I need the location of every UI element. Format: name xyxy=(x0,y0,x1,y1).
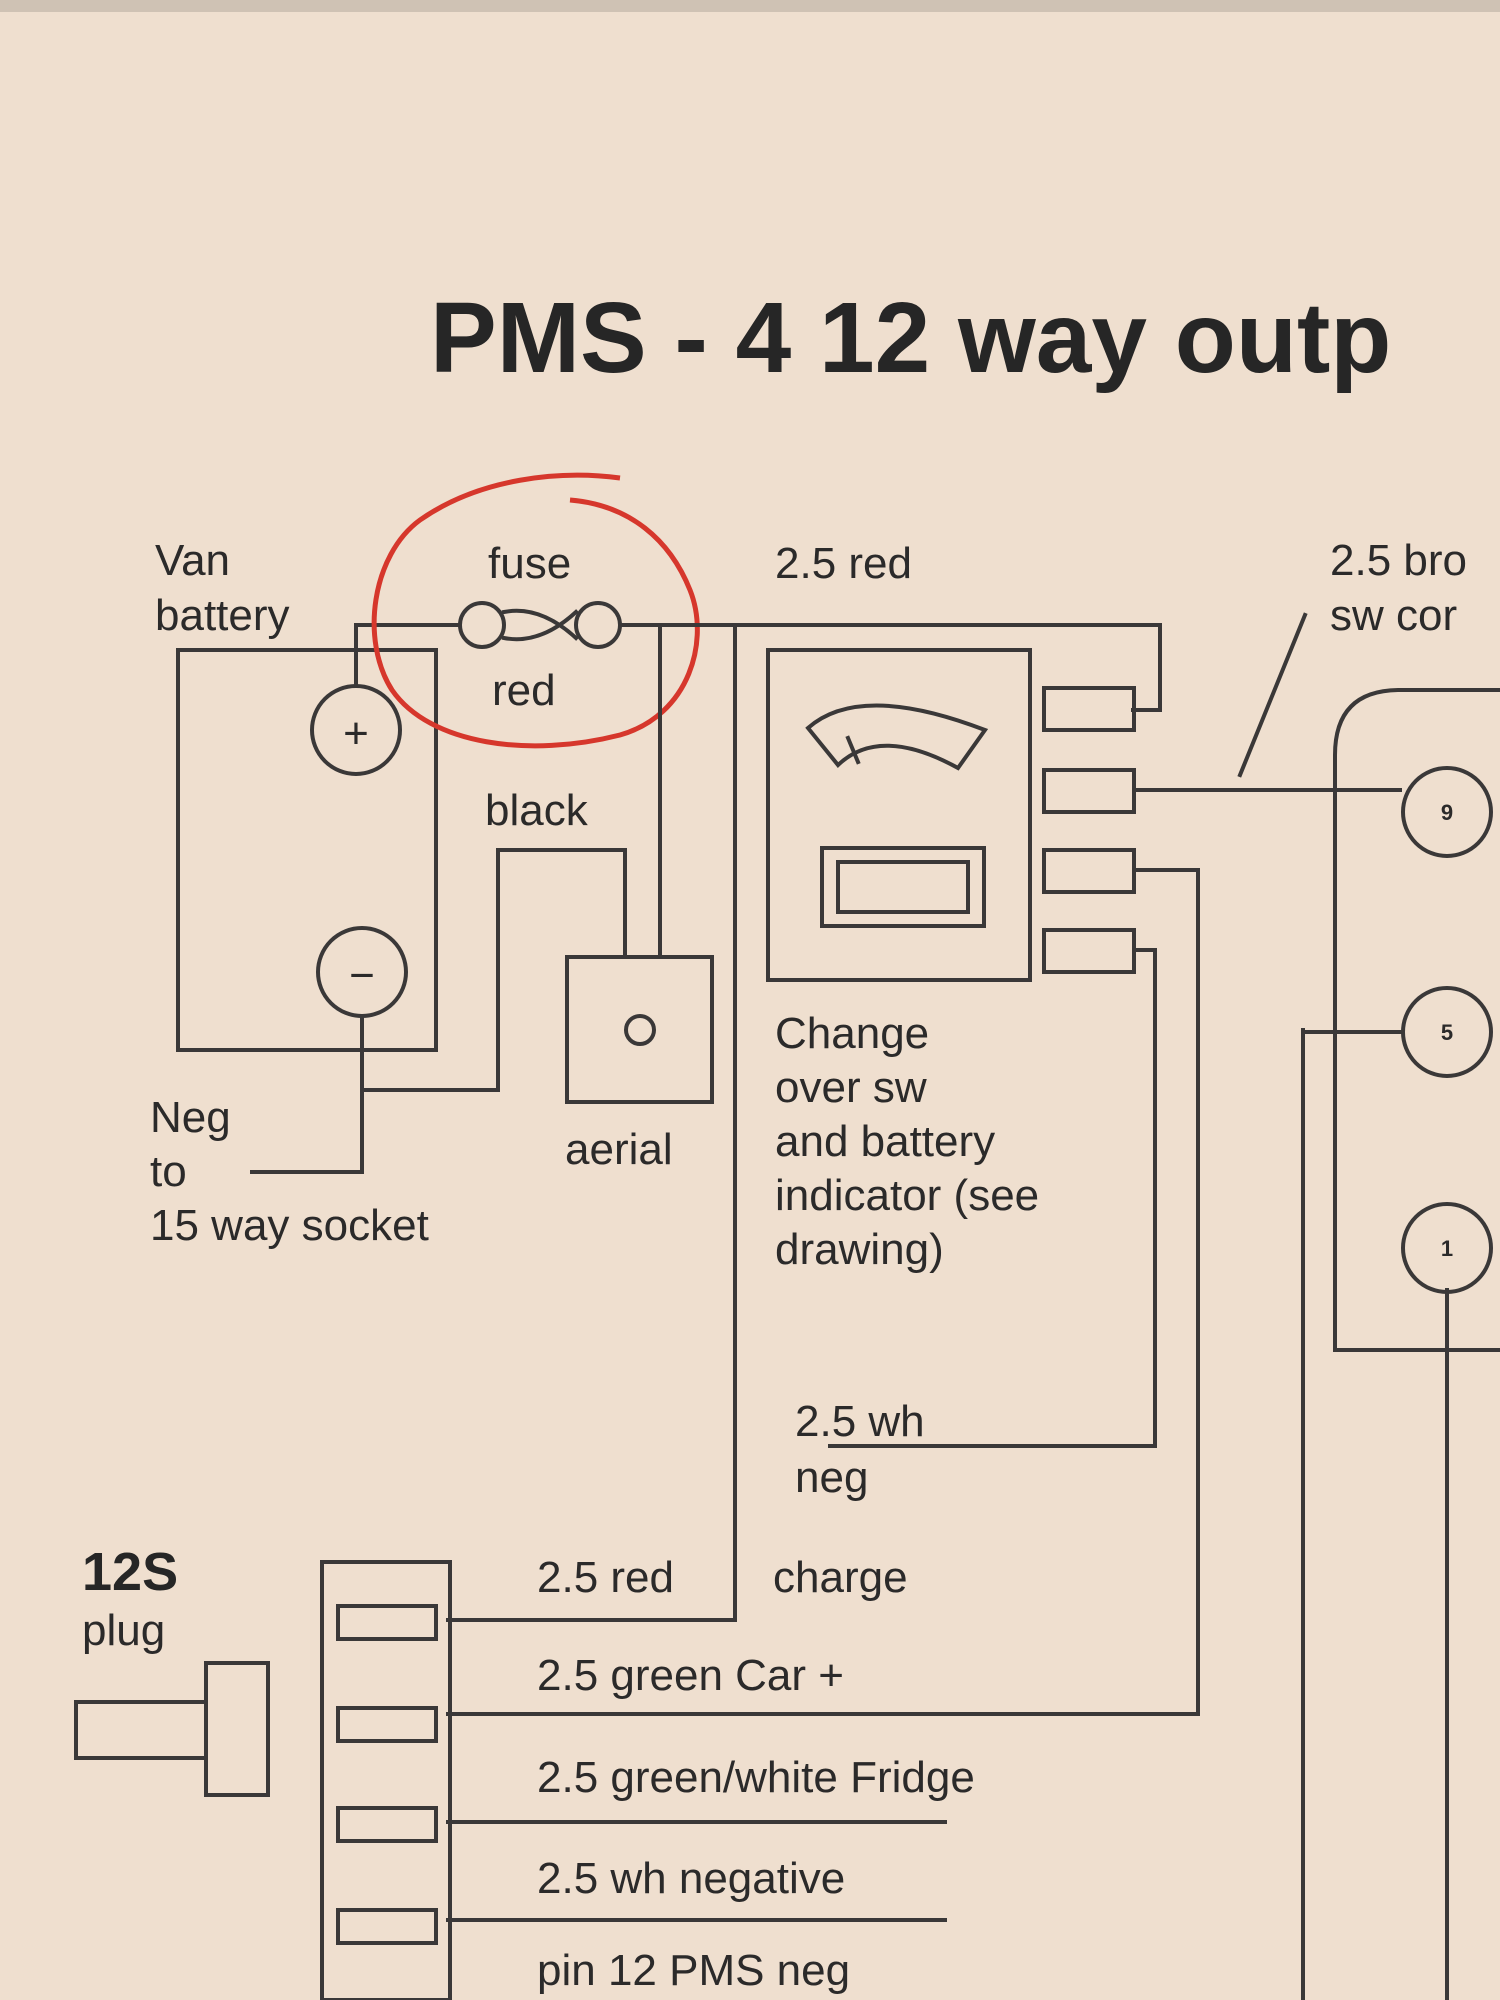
charge-wire-label: 2.5 red xyxy=(537,1553,674,1602)
brown-label-2: sw cor xyxy=(1330,591,1457,640)
outlet-block xyxy=(1333,688,1500,1352)
plus-symbol: + xyxy=(343,709,369,758)
panel-terminal-3 xyxy=(1042,848,1136,894)
plug-connector-block xyxy=(320,1560,452,2000)
diagram-title: PMS - 4 12 way outp xyxy=(430,282,1391,394)
battery-meter-icon xyxy=(805,703,989,771)
wire-neg-socket xyxy=(250,1014,364,1174)
outlet-pin-5 xyxy=(1401,986,1493,1078)
aerial-label: aerial xyxy=(565,1125,673,1174)
panel-terminal-2 xyxy=(1042,768,1136,814)
changeover-label-4: indicator (see xyxy=(775,1171,1039,1220)
pin-5-label: 5 xyxy=(1441,1020,1453,1045)
wire-green-car xyxy=(446,868,1200,1716)
wire-top-label: 2.5 red xyxy=(775,539,912,588)
plug-pin-3 xyxy=(336,1806,438,1843)
wire-top-red xyxy=(618,623,1162,712)
brown-label: 2.5 bro xyxy=(1330,536,1467,585)
green-car-label: 2.5 green Car + xyxy=(537,1651,844,1700)
wire-black xyxy=(360,848,627,1092)
fridge-label: 2.5 green/white Fridge xyxy=(537,1753,975,1802)
wh-neg-label: 2.5 wh xyxy=(795,1397,925,1446)
plug-icon xyxy=(74,1661,270,1797)
wh-neg-label-2: neg xyxy=(795,1453,868,1502)
van-battery-label: Van xyxy=(155,536,230,585)
brown-leader-line xyxy=(1237,612,1308,778)
changeover-label-1: Change xyxy=(775,1009,929,1058)
wire-white-neg xyxy=(828,948,1157,1448)
plug-pin-2 xyxy=(336,1706,438,1743)
pin12-label: pin 12 PMS neg xyxy=(537,1946,850,1995)
fuse-label: fuse xyxy=(488,539,571,588)
fuse-color-label: red xyxy=(492,666,556,715)
minus-symbol: − xyxy=(349,951,375,1000)
wire-positive-to-fuse xyxy=(354,623,462,688)
neg-label: Neg xyxy=(150,1093,231,1142)
aerial-box xyxy=(565,955,714,1104)
wh-negative-label: 2.5 wh negative xyxy=(537,1854,845,1903)
charge-label: charge xyxy=(773,1553,908,1602)
aerial-connector xyxy=(624,1014,656,1046)
pin-1-label: 1 xyxy=(1441,1236,1453,1261)
panel-terminal-1 xyxy=(1042,686,1136,732)
outlet-pin-1 xyxy=(1401,1202,1493,1294)
outlet-pin-9 xyxy=(1401,766,1493,858)
annotation-circle xyxy=(371,472,700,749)
pin-9-label: 9 xyxy=(1441,800,1453,825)
van-battery-label-2: battery xyxy=(155,591,290,640)
switch-icon xyxy=(820,846,986,928)
wire-red-charge xyxy=(446,623,737,1622)
plug-label: 12S xyxy=(82,1542,178,1602)
changeover-panel xyxy=(766,648,1032,982)
neg-label-3: 15 way socket xyxy=(150,1201,429,1250)
battery-box xyxy=(176,648,438,1052)
changeover-label-2: over sw xyxy=(775,1063,927,1112)
changeover-label-3: and battery xyxy=(775,1117,995,1166)
plug-pin-4 xyxy=(336,1908,438,1945)
plug-pin-1 xyxy=(336,1604,438,1641)
changeover-label-5: drawing) xyxy=(775,1225,944,1274)
plug-label-2: plug xyxy=(82,1606,165,1655)
black-wire-label: black xyxy=(485,786,589,835)
fuse-symbol xyxy=(458,601,622,649)
neg-label-2: to xyxy=(150,1147,187,1196)
panel-terminal-4 xyxy=(1042,928,1136,974)
page-top-edge xyxy=(0,0,1500,12)
